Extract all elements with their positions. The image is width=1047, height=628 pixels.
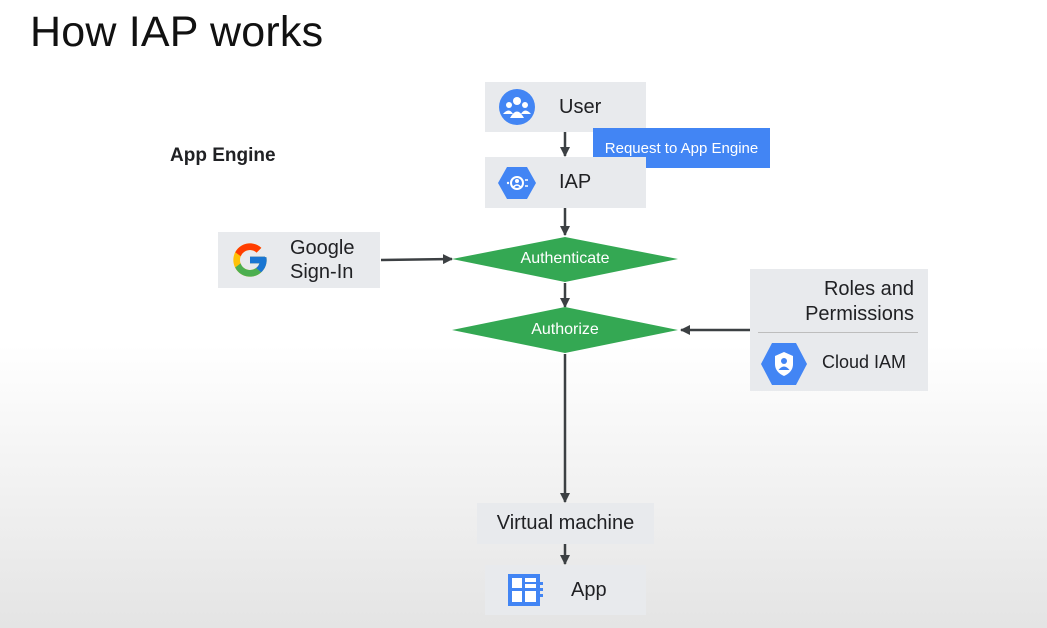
- google-label-line2: Sign-In: [290, 261, 354, 283]
- user-node: User: [485, 82, 646, 132]
- authenticate-diamond: [452, 237, 678, 282]
- app-grid-icon: [505, 570, 545, 610]
- google-signin-node: Google Sign-In: [218, 232, 380, 288]
- app-node: App: [485, 565, 646, 615]
- roles-line2: Permissions: [805, 303, 914, 325]
- roles-permissions-node: Roles and Permissions Cloud IAM: [750, 269, 928, 391]
- page-title: How IAP works: [30, 8, 324, 56]
- authorize-diamond: [452, 307, 678, 353]
- vm-label: Virtual machine: [496, 512, 635, 534]
- cloud-iam-shield-icon: [760, 341, 808, 387]
- authorize-label: Authorize: [531, 321, 599, 338]
- user-group-icon: [497, 87, 537, 127]
- roles-line1: Roles and: [823, 278, 914, 300]
- virtual-machine-node: Virtual machine: [477, 503, 654, 544]
- roles-heading: Roles and Permissions: [805, 277, 914, 327]
- authenticate-label: Authenticate: [520, 250, 610, 267]
- app-label: App: [571, 578, 607, 601]
- cloud-iam-label: Cloud IAM: [822, 352, 907, 372]
- user-label: User: [559, 95, 602, 118]
- google-signin-label: Google Sign-In: [290, 236, 355, 284]
- iap-label: IAP: [559, 171, 592, 193]
- iap-hexagon-icon: [497, 163, 537, 203]
- google-g-icon: [230, 240, 270, 280]
- google-label-line1: Google: [290, 237, 355, 259]
- request-callout: Request to App Engine: [593, 128, 770, 168]
- app-engine-label: App Engine: [170, 145, 276, 166]
- roles-divider: [758, 332, 918, 333]
- iap-node: IAP: [485, 157, 646, 208]
- arrow-google-to-authenticate: [380, 254, 453, 265]
